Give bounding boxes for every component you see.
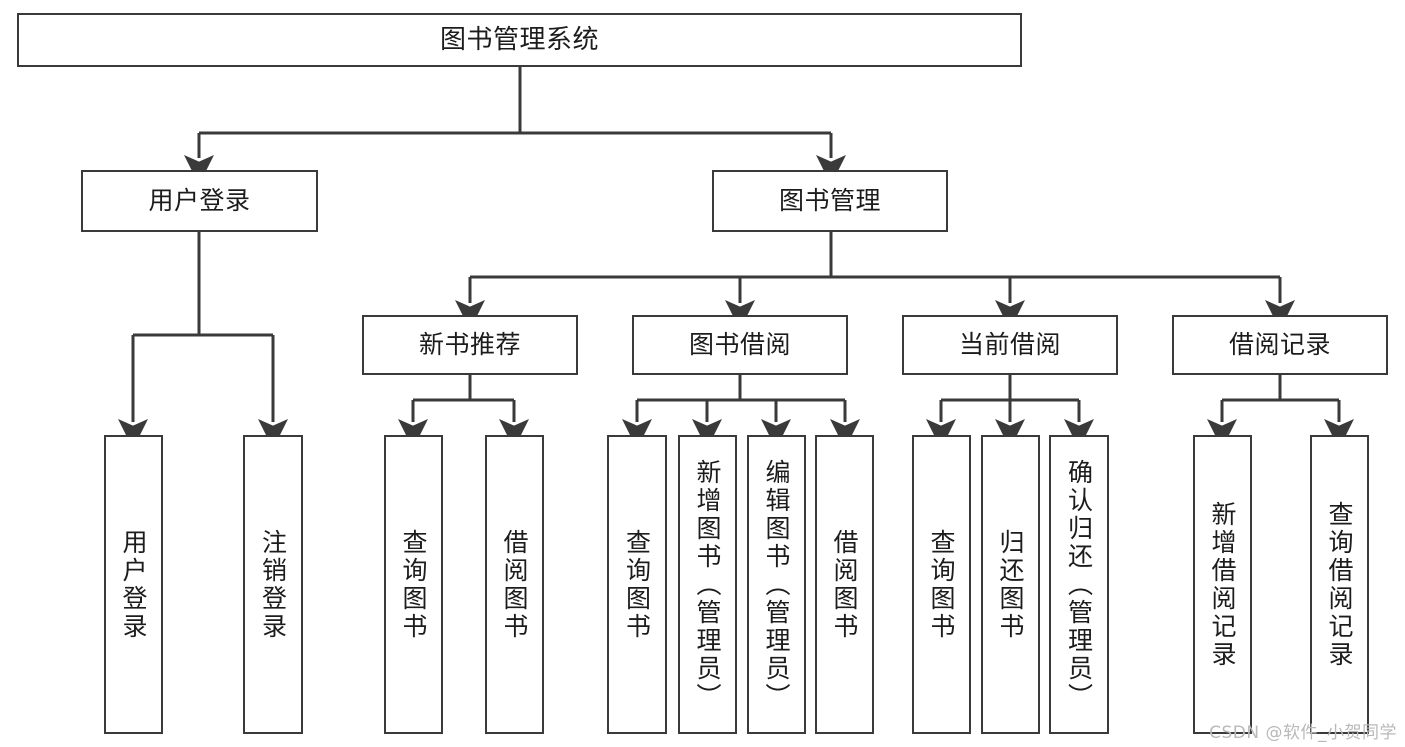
- leaf-book-borrow-query[interactable]: 查询图书: [607, 435, 667, 734]
- node-label: 当前借阅: [958, 330, 1061, 360]
- leaf-book-borrow-add[interactable]: 新增图书（管理员）: [678, 435, 737, 734]
- node-label: 新增借阅记录: [1208, 500, 1237, 669]
- node-label: 借阅图书: [830, 528, 859, 641]
- node-label: 编辑图书（管理员）: [762, 458, 791, 711]
- node-label: 查询借阅记录: [1325, 500, 1354, 669]
- node-current-borrow[interactable]: 当前借阅: [902, 315, 1118, 375]
- node-label: 图书管理系统: [439, 24, 599, 55]
- node-label: 查询图书: [927, 528, 956, 641]
- node-label: 图书借阅: [688, 330, 791, 360]
- node-label: 查询图书: [622, 528, 652, 641]
- csdn-watermark: CSDN @软件_小贺同学: [1209, 723, 1397, 743]
- node-root-system[interactable]: 图书管理系统: [17, 13, 1022, 67]
- leaf-user-login-logout[interactable]: 注销登录: [243, 435, 303, 734]
- node-label: 确认归还（管理员）: [1064, 458, 1094, 711]
- node-label: 新增图书（管理员）: [693, 458, 722, 711]
- node-label: 归还图书: [996, 528, 1025, 641]
- node-label: 新书推荐: [418, 330, 521, 360]
- node-label: 图书管理: [778, 186, 881, 216]
- node-label: 借阅记录: [1228, 330, 1331, 360]
- leaf-current-borrow-confirm-return[interactable]: 确认归还（管理员）: [1049, 435, 1109, 734]
- node-label: 用户登录: [148, 186, 251, 216]
- leaf-new-book-query[interactable]: 查询图书: [384, 435, 443, 734]
- node-label: 查询图书: [399, 528, 428, 641]
- node-book-management[interactable]: 图书管理: [712, 170, 948, 232]
- node-label: 用户登录: [119, 528, 148, 641]
- leaf-borrow-record-query[interactable]: 查询借阅记录: [1310, 435, 1369, 734]
- node-label: 注销登录: [258, 528, 288, 641]
- leaf-book-borrow-edit[interactable]: 编辑图书（管理员）: [747, 435, 806, 734]
- leaf-borrow-record-add[interactable]: 新增借阅记录: [1193, 435, 1252, 734]
- node-new-book-recommend[interactable]: 新书推荐: [362, 315, 578, 375]
- leaf-new-book-borrow[interactable]: 借阅图书: [485, 435, 544, 734]
- leaf-user-login-login[interactable]: 用户登录: [104, 435, 163, 734]
- leaf-book-borrow-borrow[interactable]: 借阅图书: [815, 435, 874, 734]
- leaf-current-borrow-query[interactable]: 查询图书: [912, 435, 971, 734]
- node-book-borrow[interactable]: 图书借阅: [632, 315, 848, 375]
- node-user-login[interactable]: 用户登录: [81, 170, 318, 232]
- node-label: 借阅图书: [500, 528, 529, 641]
- leaf-current-borrow-return[interactable]: 归还图书: [981, 435, 1040, 734]
- node-borrow-record[interactable]: 借阅记录: [1172, 315, 1388, 375]
